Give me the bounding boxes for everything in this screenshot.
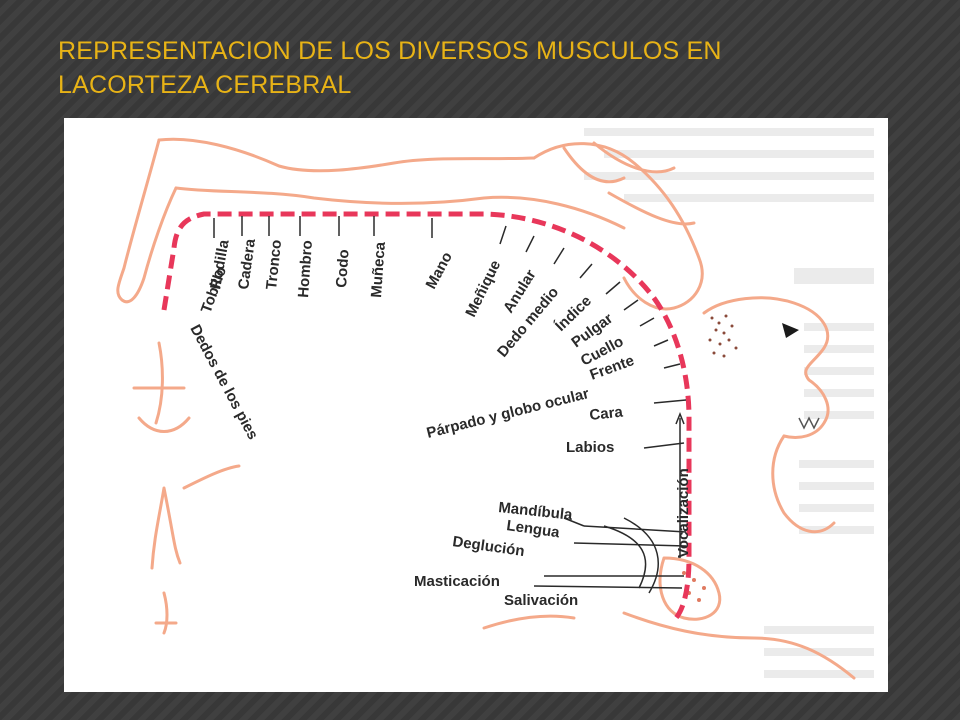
throat-outline bbox=[482, 611, 856, 680]
title-line-2: LACORTEZA CEREBRAL bbox=[58, 71, 352, 99]
small-figure-bottom bbox=[154, 591, 178, 635]
motor-homunculus-figure: Dedos de los pies Tobillo Rodilla Cadera… bbox=[64, 118, 888, 692]
label-parpado: Párpado y globo ocular bbox=[425, 385, 591, 442]
teeth-shape bbox=[798, 416, 820, 430]
homunculus-diagram: Dedos de los pies Tobillo Rodilla Cadera… bbox=[116, 128, 874, 680]
vocal-arrows bbox=[603, 411, 685, 594]
hand-fingers bbox=[562, 141, 696, 226]
label-dedos-pies: Dedos de los pies bbox=[186, 322, 261, 443]
label-deglucion: Deglución bbox=[451, 533, 525, 560]
label-labios: Labios bbox=[566, 439, 614, 456]
cortex-line bbox=[161, 211, 692, 620]
label-masticacion: Masticación bbox=[414, 573, 500, 590]
label-hombro: Hombro bbox=[295, 240, 316, 299]
leg-outline bbox=[157, 137, 536, 173]
mouth-outline bbox=[771, 434, 836, 534]
cortex-ticks bbox=[213, 216, 687, 589]
label-menique: Meñique bbox=[462, 258, 504, 320]
label-vocalizacion: Vocalización bbox=[675, 468, 692, 558]
eye-shape bbox=[782, 323, 799, 338]
background-book-text bbox=[584, 128, 874, 678]
torso-outline bbox=[174, 186, 626, 230]
slide-title: REPRESENTACION DE LOS DIVERSOS MUSCULOS … bbox=[58, 34, 818, 102]
label-cadera: Cadera bbox=[235, 237, 259, 290]
head-hair-dots bbox=[708, 314, 738, 358]
label-salivacion: Salivación bbox=[504, 592, 578, 609]
label-cara: Cara bbox=[589, 404, 625, 424]
small-figure-mid bbox=[150, 464, 241, 570]
label-rodilla: Rodilla bbox=[207, 238, 233, 291]
homunculus-outline bbox=[116, 137, 856, 680]
title-line-1: REPRESENTACION DE LOS DIVERSOS MUSCULOS … bbox=[58, 37, 722, 65]
small-figure-top bbox=[132, 341, 191, 433]
label-tronco: Tronco bbox=[263, 239, 285, 291]
label-mano: Mano bbox=[423, 249, 456, 292]
tongue-outline bbox=[658, 556, 722, 621]
label-muneca: Muñeca bbox=[368, 241, 389, 299]
throat-gland-dots bbox=[682, 571, 706, 602]
foot-outline bbox=[116, 138, 178, 304]
label-codo: Codo bbox=[333, 249, 353, 288]
head-outline bbox=[702, 296, 830, 439]
